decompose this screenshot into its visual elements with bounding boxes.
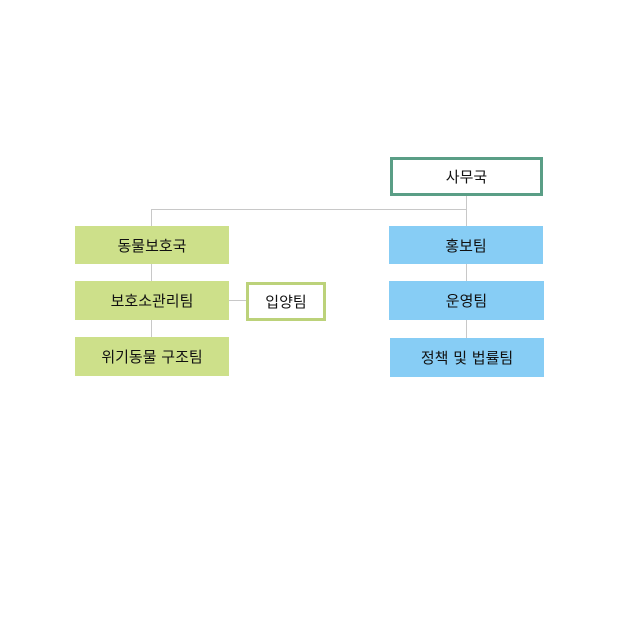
side-unit-label: 입양팀 — [265, 293, 307, 311]
connector-right-down — [466, 209, 467, 226]
right-unit-2-label: 운영팀 — [445, 292, 488, 310]
right-unit-1-label: 홍보팀 — [445, 236, 487, 255]
connector-right-1-2 — [466, 264, 467, 281]
connector-side-unit — [229, 300, 247, 301]
left-unit-2: 보호소관리팀 — [75, 281, 229, 320]
connector-root-down — [466, 195, 467, 209]
right-unit-1: 홍보팀 — [389, 226, 543, 264]
left-unit-2-label: 보호소관리팀 — [110, 292, 194, 310]
left-unit-1-label: 동물보호국 — [117, 236, 187, 255]
right-unit-3: 정책 및 법률팀 — [390, 338, 544, 377]
left-unit-3-label: 위기동물 구조팀 — [101, 348, 203, 366]
connector-left-down — [151, 209, 152, 226]
right-unit-2: 운영팀 — [389, 281, 544, 320]
left-unit-3: 위기동물 구조팀 — [75, 337, 229, 376]
left-unit-1: 동물보호국 — [75, 226, 229, 264]
root-unit-label: 사무국 — [445, 168, 488, 186]
side-unit: 입양팀 — [246, 282, 326, 321]
connector-right-2-3 — [466, 320, 467, 338]
connector-left-1-2 — [151, 264, 152, 281]
root-unit: 사무국 — [390, 157, 543, 196]
connector-left-2-3 — [151, 320, 152, 337]
connector-horizontal-bar — [151, 209, 467, 210]
right-unit-3-label: 정책 및 법률팀 — [420, 349, 514, 367]
